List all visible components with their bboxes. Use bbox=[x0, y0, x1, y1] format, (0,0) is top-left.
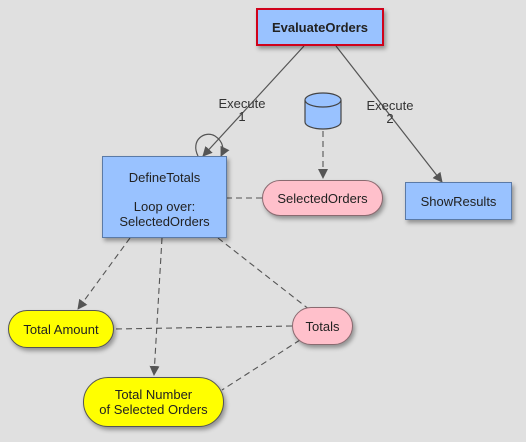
node-show-results[interactable]: ShowResults bbox=[405, 182, 512, 220]
node-evaluate-orders[interactable]: EvaluateOrders bbox=[256, 8, 384, 46]
edge-execute-1 bbox=[202, 45, 305, 157]
edge-totals-to-total-amount bbox=[113, 325, 293, 330]
node-total-number[interactable]: Total Number of Selected Orders bbox=[83, 377, 224, 427]
node-define-totals-loop: Loop over: SelectedOrders bbox=[119, 198, 210, 229]
node-total-amount[interactable]: Total Amount bbox=[8, 310, 114, 348]
node-selected-orders[interactable]: SelectedOrders bbox=[262, 180, 383, 216]
edge-execute-2 bbox=[335, 45, 443, 183]
edge-self-loop bbox=[195, 133, 230, 157]
edge-define-to-total-number bbox=[149, 237, 163, 376]
node-totals[interactable]: Totals bbox=[292, 307, 353, 345]
database-icon bbox=[304, 92, 342, 130]
edge-totals-to-total-number bbox=[221, 339, 301, 391]
node-define-totals[interactable]: DefineTotals Loop over: SelectedOrders bbox=[102, 156, 227, 238]
edge-label-execute-1: Execute 1 bbox=[218, 96, 266, 124]
edge-define-to-totals bbox=[217, 237, 311, 311]
edge-define-to-total-amount bbox=[77, 237, 131, 310]
edge-label-execute-2: Execute 2 bbox=[366, 98, 414, 126]
node-define-totals-title: DefineTotals bbox=[128, 169, 201, 185]
